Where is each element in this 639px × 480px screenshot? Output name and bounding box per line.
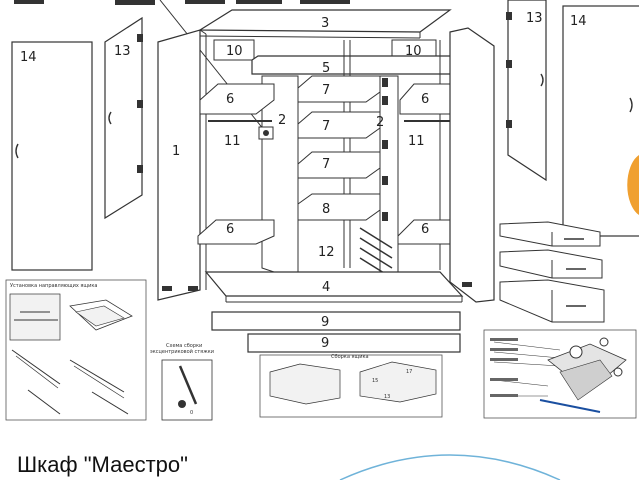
bottom-panel-4: 4	[204, 271, 464, 303]
inset-eccentric-tie: Схема сборки эксцентриковой стяжки 0	[150, 343, 214, 421]
part-label-9-a: 9	[321, 315, 329, 330]
part-label-6-bottom-right: 6	[421, 222, 429, 237]
decorative-arc	[339, 454, 561, 480]
upper-rail-10-left: 10	[213, 39, 255, 61]
shelf-8: 8	[297, 193, 381, 221]
side-panel-1: 1	[157, 29, 207, 301]
drawer-top	[499, 221, 601, 247]
inset-hinge-fittings	[483, 329, 637, 419]
part-label-7-a: 7	[322, 83, 330, 98]
part-label-10-left: 10	[226, 44, 243, 59]
part-label-5: 5	[322, 61, 330, 76]
part-label-2-left: 2	[278, 113, 286, 128]
top-panel-3: 3	[197, 9, 452, 39]
hinge-detail-2-left: 2	[258, 113, 286, 140]
part-label-8: 8	[322, 202, 330, 217]
part-label-11-left: 11	[224, 134, 241, 149]
inset-drawer-assembly: Сборка ящика 17 13 15	[259, 354, 443, 418]
orange-accent-shape	[627, 155, 639, 215]
drawer-assembly-title: Сборка ящика	[331, 354, 369, 360]
plinth-9-a: 9	[211, 311, 461, 331]
partition-fittings	[382, 78, 388, 221]
door-13-left: 13	[104, 16, 143, 220]
drawer-label-13: 13	[384, 394, 390, 400]
inset-rail-installation: Установка направляющих ящика	[5, 279, 147, 421]
shelf-6-top-left: 6	[199, 83, 275, 115]
crossbar-5: 5	[251, 55, 463, 76]
plinth-9-b: 9	[247, 333, 461, 353]
part-label-6-top-left: 6	[226, 92, 234, 107]
part-label-6-bottom-left: 6	[226, 222, 234, 237]
drawer-bottom	[499, 279, 605, 323]
part-label-13-right: 13	[526, 11, 543, 26]
top-title-fragment	[14, 0, 350, 5]
drawer-label-15: 15	[372, 378, 378, 384]
part-label-6-top-right: 6	[421, 92, 429, 107]
part-label-12: 12	[318, 245, 335, 260]
eccentric-label: 0	[190, 410, 193, 416]
part-label-4: 4	[322, 280, 330, 295]
shelf-7-b: 7	[297, 111, 381, 139]
part-label-7-c: 7	[322, 157, 330, 172]
inset-rail-title: Установка направляющих ящика	[10, 283, 97, 289]
upper-rail-10-right: 10	[391, 39, 437, 61]
side-panel-right	[449, 27, 495, 303]
hanging-rod-11-left: 11	[208, 120, 272, 149]
part-label-14-right: 14	[570, 14, 587, 29]
door-13-right: 13	[506, 0, 547, 182]
partition-2-right: 2	[376, 115, 384, 130]
eccentric-title-1: Схема сборки	[166, 343, 202, 349]
eccentric-title-2: эксцентриковой стяжки	[150, 348, 214, 355]
door-14-left: 14	[11, 41, 93, 271]
part-label-10-right: 10	[405, 44, 422, 59]
part-label-14-left: 14	[20, 50, 37, 65]
drawer-middle	[499, 249, 603, 279]
shelf-7-c: 7	[297, 151, 381, 179]
center-lower-area-12: 12	[318, 245, 335, 260]
diagram-caption: Шкаф "Маестро"	[17, 452, 188, 477]
part-label-1: 1	[172, 144, 180, 159]
part-label-3: 3	[321, 16, 329, 31]
part-label-7-b: 7	[322, 119, 330, 134]
shelf-7-a: 7	[297, 75, 381, 103]
shelf-6-bottom-left: 6	[197, 219, 275, 245]
part-label-9-b: 9	[321, 336, 329, 351]
drawer-label-17: 17	[406, 369, 412, 375]
part-label-2-right: 2	[376, 115, 384, 130]
part-label-11-right: 11	[408, 134, 425, 149]
part-label-13-left: 13	[114, 44, 131, 59]
drawer-stack	[499, 221, 605, 323]
door-14-right: 14	[562, 5, 639, 237]
